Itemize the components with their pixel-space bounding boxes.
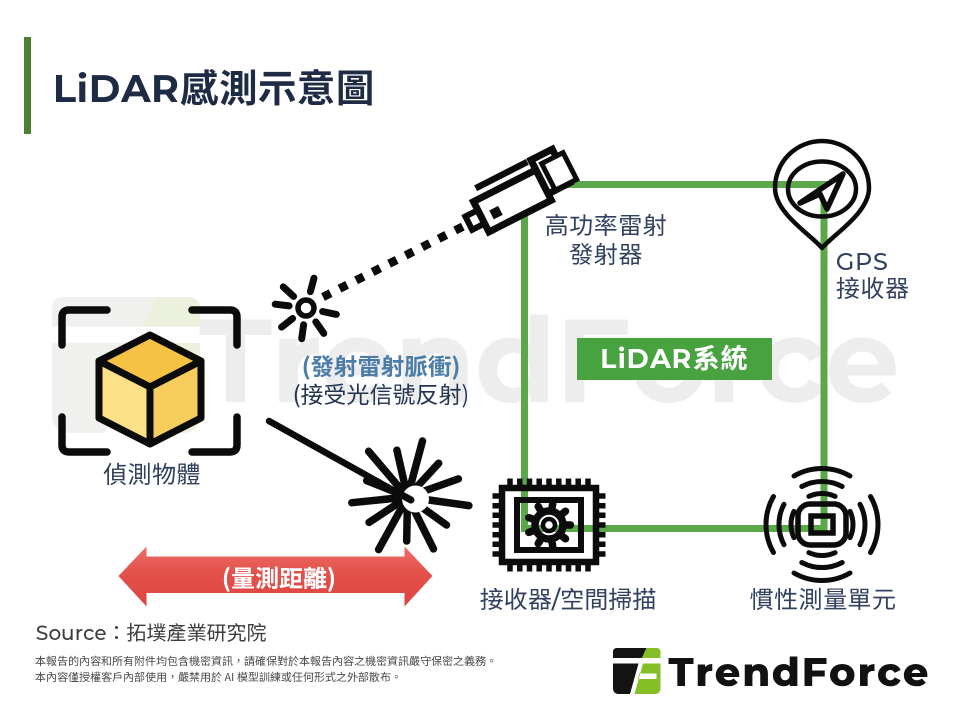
laser-burst-icon xyxy=(348,437,473,554)
pulse-label: (發射雷射脈衝) xyxy=(301,348,461,382)
laser-emitter-icon xyxy=(461,144,581,237)
reflect-label: (接受光信號反射) xyxy=(292,376,470,410)
title-accent-bar xyxy=(24,37,31,134)
cube-object-icon xyxy=(95,331,205,448)
system-box-outline xyxy=(521,181,828,532)
receiver-label: 接收器/空間掃描 xyxy=(479,586,657,615)
emitter-label-line1: 高功率雷射 xyxy=(544,212,668,241)
laser-beam-dashed-line xyxy=(321,221,468,301)
trendforce-logo-text: TrendForce xyxy=(668,648,931,697)
imu-waves-icon xyxy=(763,466,881,583)
emitter-label-line2: 發射器 xyxy=(569,241,643,270)
imu-label: 慣性測量單元 xyxy=(749,586,897,615)
object-label: 偵測物體 xyxy=(103,461,201,490)
viewfinder-brackets-icon xyxy=(58,306,241,456)
disclaimer-line2: 本內容僅授權客戶內部使用，嚴禁用於 AI 模型訓練或任何形式之外部散布。 xyxy=(35,669,402,685)
gps-label-line1: GPS xyxy=(836,248,889,277)
page-title: LiDAR感測示意圖 xyxy=(53,65,375,112)
system-box-label: LiDAR系統 xyxy=(577,338,772,380)
chip-scanner-icon xyxy=(492,478,606,572)
source-line: Source：拓墣產業研究院 xyxy=(36,622,267,646)
gps-label-line2: 接收器 xyxy=(836,275,910,304)
disclaimer-line1: 本報告的內容和所有附件均包含機密資訊，請確保對於本報告內容之機密資訊嚴守保密之義… xyxy=(35,653,497,669)
distance-arrow xyxy=(118,546,433,607)
gps-pin-icon xyxy=(772,138,872,251)
trendforce-logo-mark-icon xyxy=(613,648,661,694)
distance-label: (量測距離) xyxy=(221,559,337,594)
laser-spark-icon xyxy=(271,274,340,343)
emitter-label: 高功率雷射發射器 xyxy=(526,212,686,270)
